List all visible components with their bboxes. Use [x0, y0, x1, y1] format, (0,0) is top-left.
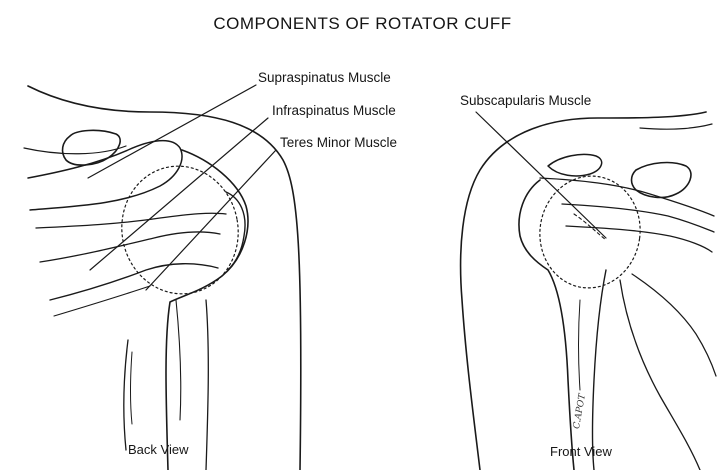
back-view-drawing — [23, 85, 302, 470]
front-subscapularis-upper — [561, 203, 715, 233]
back-shoulder-outline — [27, 85, 302, 470]
subscapularis-label: Subscapularis Muscle — [460, 93, 592, 108]
front-view-drawing — [459, 111, 717, 470]
infraspinatus-pointer — [89, 117, 269, 271]
back-upper-contour — [23, 145, 127, 155]
back-view-pointers — [87, 84, 277, 291]
back-greater-tuberosity — [225, 191, 246, 271]
front-humeral-shaft — [619, 279, 701, 470]
front-shoulder-ridge — [539, 177, 715, 217]
back-teres-minor-band — [49, 263, 219, 301]
front-joint-capsule — [539, 175, 641, 289]
back-humeral-shaft — [205, 299, 209, 470]
front-biceps-line — [591, 269, 607, 470]
back-supraspinatus-belly — [27, 139, 183, 211]
supraspinatus-label: Supraspinatus Muscle — [258, 70, 391, 85]
front-view-caption: Front View — [550, 444, 612, 459]
diagram-title: COMPONENTS OF ROTATOR CUFF — [213, 14, 512, 33]
teres-minor-label: Teres Minor Muscle — [280, 135, 398, 150]
back-infraspinatus-fibres — [35, 212, 227, 229]
back-joint-capsule — [121, 165, 239, 295]
front-clavicle — [630, 161, 692, 199]
back-scapula-border-inner — [130, 351, 133, 425]
back-scapula-border — [123, 339, 129, 451]
front-subscapularis-tendon — [573, 213, 607, 241]
infraspinatus-label: Infraspinatus Muscle — [272, 103, 396, 118]
front-humeral-head — [518, 179, 575, 470]
front-view-pointers — [475, 111, 607, 239]
teres-minor-pointer — [145, 149, 277, 291]
front-upper-contour — [639, 123, 713, 130]
subscapularis-pointer — [475, 111, 607, 239]
front-pectoral-edge — [631, 273, 717, 377]
back-deltoid-edge — [175, 299, 182, 421]
back-teres-minor-band-lower — [53, 285, 151, 317]
front-deltoid-groove — [578, 299, 581, 391]
back-acromion — [61, 129, 121, 166]
front-shoulder-outline — [459, 111, 707, 470]
front-acromion — [547, 153, 603, 177]
back-view-caption: Back View — [128, 442, 189, 457]
supraspinatus-pointer — [87, 84, 257, 179]
